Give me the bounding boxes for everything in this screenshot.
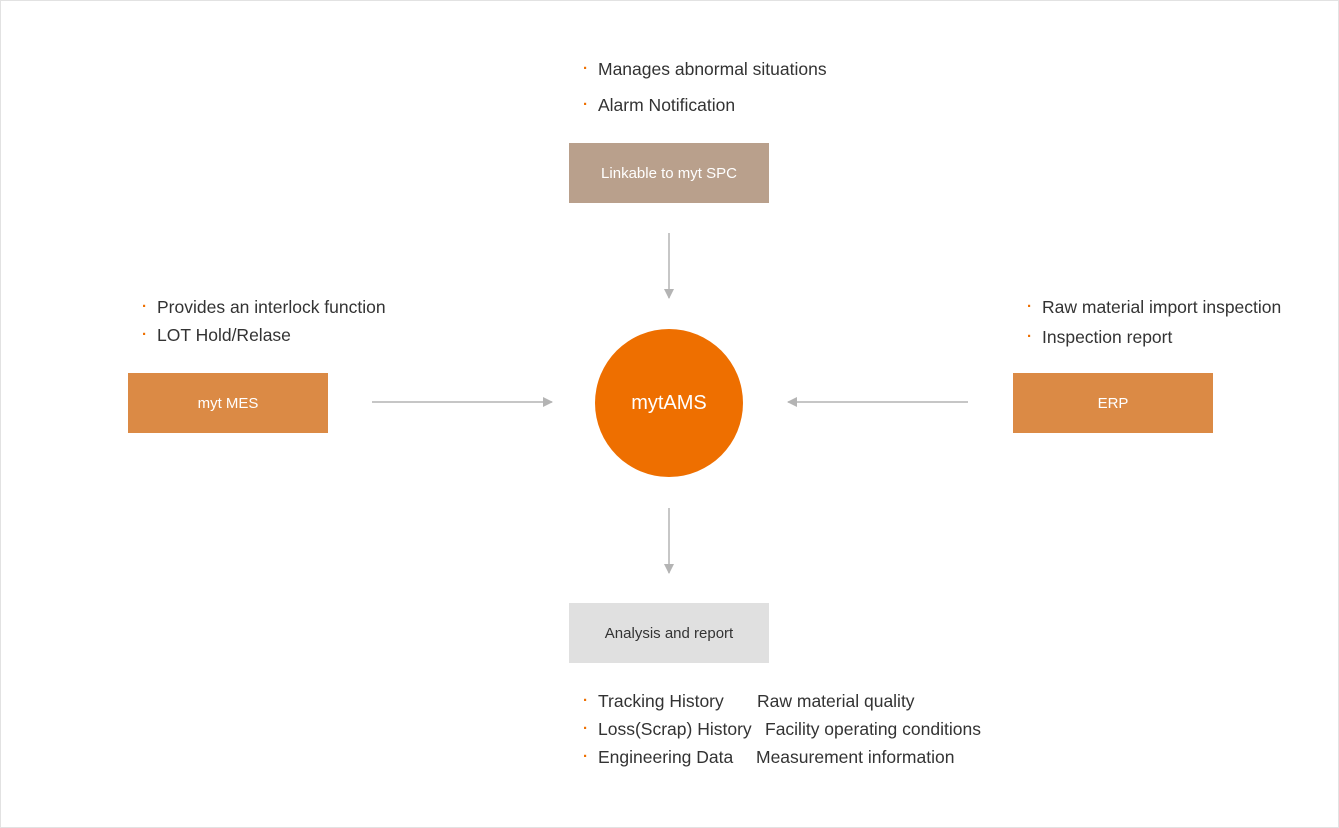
dot-bullet-icon: · [583, 96, 588, 113]
spc-feature-list: · Manages abnormal situations · Alarm No… [583, 57, 827, 129]
erp-box: ERP [1013, 373, 1213, 433]
list-item: · Tracking History Raw material quality [583, 689, 915, 717]
list-item: · Manages abnormal situations [583, 57, 827, 93]
list-item-text: Loss(Scrap) History [598, 719, 752, 739]
dot-bullet-icon: · [1027, 328, 1032, 345]
dot-bullet-icon: · [583, 720, 588, 737]
erp-box-label: ERP [1097, 394, 1129, 412]
hub-label: mytAMS [631, 391, 707, 414]
analysis-feature-list: · Tracking History Raw material quality … [583, 689, 981, 773]
list-item-text: Tracking History [598, 691, 724, 711]
dot-bullet-icon: · [1027, 298, 1032, 315]
mes-feature-list: · Provides an interlock function · LOT H… [142, 295, 386, 351]
dot-bullet-icon: · [142, 298, 147, 315]
dot-bullet-icon: · [583, 748, 588, 765]
mes-box-label: myt MES [197, 394, 259, 412]
list-item-text-secondary: Raw material quality [757, 691, 915, 711]
dot-bullet-icon: · [583, 692, 588, 709]
spc-box-label: Linkable to myt SPC [601, 164, 737, 182]
list-item-text: Inspection report [1042, 327, 1173, 347]
list-item: · Loss(Scrap) History Facility operating… [583, 717, 981, 745]
mes-box: myt MES [128, 373, 328, 433]
mytams-hub: mytAMS [595, 329, 743, 477]
erp-feature-list: · Raw material import inspection · Inspe… [1027, 295, 1281, 355]
analysis-box-label: Analysis and report [604, 624, 734, 642]
list-item-text: Manages abnormal situations [598, 59, 827, 79]
list-item-text-secondary: Facility operating conditions [765, 719, 981, 739]
list-item: · Inspection report [1027, 325, 1281, 355]
list-item: · Provides an interlock function [142, 295, 386, 323]
list-item-text-secondary: Measurement information [756, 747, 955, 767]
list-item: · LOT Hold/Relase [142, 323, 386, 351]
spc-box: Linkable to myt SPC [569, 143, 769, 203]
list-item-text: Raw material import inspection [1042, 297, 1282, 317]
dot-bullet-icon: · [142, 326, 147, 343]
list-item-text: LOT Hold/Relase [157, 325, 291, 345]
list-item-text: Provides an interlock function [157, 297, 386, 317]
list-item: · Alarm Notification [583, 93, 827, 129]
dot-bullet-icon: · [583, 60, 588, 77]
list-item: · Engineering Data Measurement informati… [583, 745, 954, 773]
analysis-box: Analysis and report [569, 603, 769, 663]
list-item-text: Engineering Data [598, 747, 734, 767]
list-item-text: Alarm Notification [598, 95, 736, 115]
list-item: · Raw material import inspection [1027, 295, 1281, 325]
